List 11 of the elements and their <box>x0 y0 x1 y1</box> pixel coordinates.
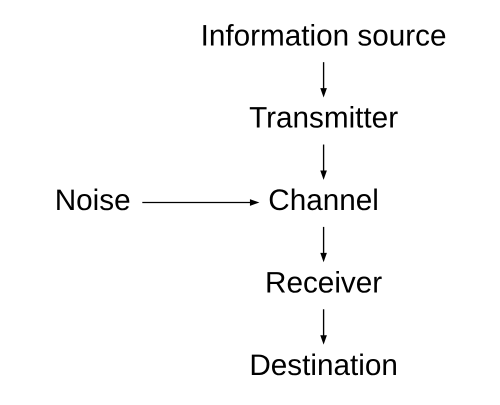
node-text: Noise <box>54 184 131 218</box>
node-text: Receiver <box>265 266 382 300</box>
node-text: Transmitter <box>249 102 398 135</box>
arrow <box>142 199 260 206</box>
arrow <box>320 62 327 98</box>
arrow <box>320 226 327 262</box>
arrow <box>320 144 327 180</box>
node-text: Destination <box>249 348 398 382</box>
node-text: Information source <box>200 19 447 52</box>
node-text: Channel <box>268 184 379 218</box>
arrow <box>320 309 327 345</box>
